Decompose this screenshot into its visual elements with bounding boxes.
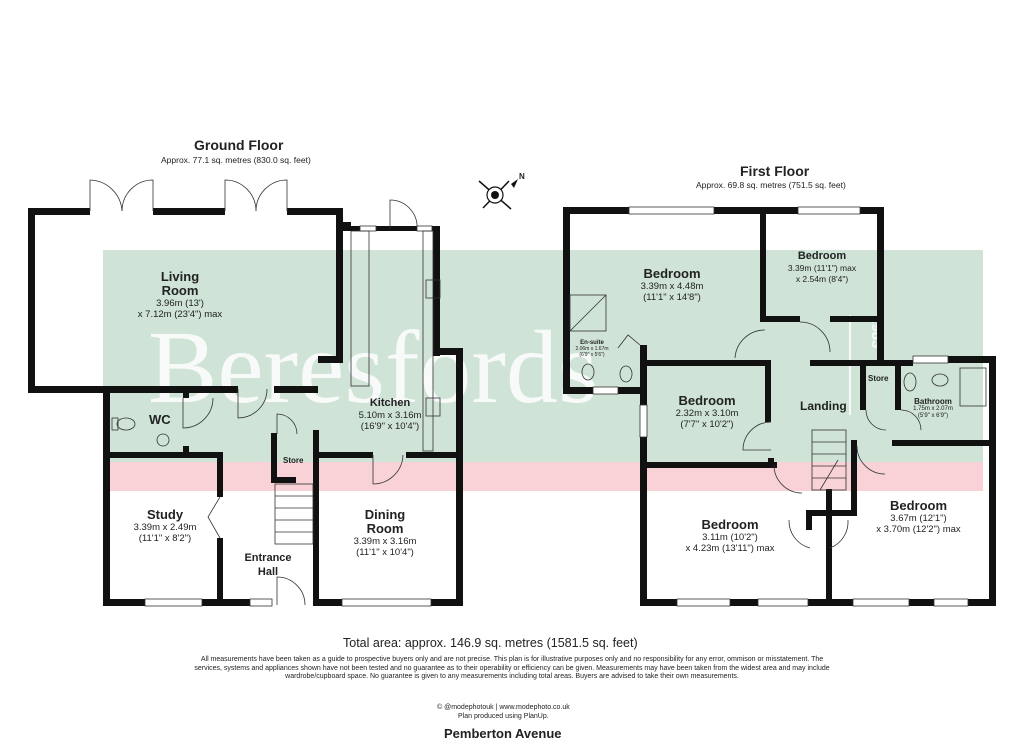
living-room-dim-2: x 7.12m (23'4") max [137,309,223,320]
entrance-hall-name-1: Entrance [244,552,292,564]
kitchen-label: Kitchen 5.10m x 3.16m (16'9" x 10'4") [335,396,445,432]
svg-text:Beresfords: Beresfords [148,310,599,425]
study-dim-2: (11'1" x 8'2") [138,533,192,544]
first-store-name: Store [868,374,889,383]
bedroom-small-dim-1: 3.39m (11'1") max [787,263,857,273]
dining-room-dim-1: 3.39m x 3.16m [353,536,417,547]
ground-floor-title: Ground Floor [194,137,284,153]
en-suite-name: En-suite [580,340,604,346]
bedroom-mid-name: Bedroom [678,393,736,408]
living-room-name-2: Room [161,283,199,298]
bedroom-small-dim-2: x 2.54m (8'4") [795,274,849,284]
kitchen-dim-2: (16'9" x 10'4") [360,421,420,432]
entrance-hall-name-2: Hall [257,566,279,578]
bedroom-front-right-label: Bedroom 3.67m (12'1") x 3.70m (12'2") ma… [861,498,976,536]
bedroom-main-label: Bedroom 3.39m x 4.48m (11'1" x 14'8") [622,266,722,304]
living-room-label: Living Room 3.96m (13') x 7.12m (23'4") … [130,269,230,321]
bedroom-mid-label: Bedroom 2.32m x 3.10m (7'7" x 10'2") [652,393,762,431]
ground-floor-walls [28,208,463,606]
bedroom-mid-dim-2: (7'7" x 10'2") [680,419,734,430]
dining-room-name-2: Room [366,521,404,536]
first-floor-fixtures [569,206,987,607]
bedroom-small-label: Bedroom 3.39m (11'1") max x 2.54m (8'4") [772,249,872,285]
bedroom-front-right-dim-1: 3.67m (12'1") [890,513,947,524]
bedroom-main-dim-1: 3.39m x 4.48m [640,281,704,292]
ground-store-name: Store [283,456,304,465]
first-floor-walls [563,207,996,606]
ground-floor-fixtures [89,179,441,607]
credit-line-2: Plan produced using PlanUp. [458,713,549,720]
study-dim-1: 3.39m x 2.49m [133,522,197,533]
dining-room-name-1: Dining [364,507,406,522]
watermark-bands [103,250,983,491]
compass-north-label: N [519,172,525,181]
dining-room-label: Dining Room 3.39m x 3.16m (11'1" x 10'4"… [335,507,435,559]
living-room-name-1: Living [160,269,200,284]
en-suite-dim-1: 2.06m x 1.67m [575,346,609,352]
kitchen-name: Kitchen [369,397,411,409]
wc-name: WC [149,412,171,427]
credit-line-1: © @modephotouk | www.modephoto.co.uk [437,704,570,711]
bedroom-front-right-name: Bedroom [889,498,948,513]
bedroom-main-name: Bedroom [643,266,701,281]
living-room-dim-1: 3.96m (13') [156,298,204,309]
landing-name: Landing [800,399,847,413]
bedroom-front-left-dim-2: x 4.23m (13'11") max [685,543,775,554]
bedroom-front-left-name: Bedroom [701,517,759,532]
ground-floor-area: Approx. 77.1 sq. metres (830.0 sq. feet) [161,155,311,165]
bedroom-main-dim-2: (11'1" x 14'8") [643,292,701,303]
kitchen-dim-1: 5.10m x 3.16m [358,410,422,421]
compass-icon [478,179,518,210]
watermark-logo: Beresfords 1983 [148,310,885,425]
study-label: Study 3.39m x 2.49m (11'1" x 8'2") [115,507,215,545]
disclaimer: All measurements have been taken as a gu… [194,656,830,681]
entrance-hall-label: Entrance Hall [228,551,308,579]
bathroom-name: Bathroom [914,397,952,406]
bathroom-dim-1: 1.75m x 2.07m [913,406,953,412]
bedroom-mid-dim-1: 2.32m x 3.10m [675,408,739,419]
dining-room-dim-2: (11'1" x 10'4") [356,547,414,558]
bedroom-front-right-dim-2: x 3.70m (12'2") max [876,524,961,535]
en-suite-label: En-suite 2.06m x 1.67m (6'9" x 5'6") [571,340,613,358]
address: Pemberton Avenue [444,726,562,741]
first-floor-area: Approx. 69.8 sq. metres (751.5 sq. feet) [696,180,846,190]
en-suite-dim-2: (6'9" x 5'6") [579,352,605,358]
study-name: Study [146,507,184,522]
first-floor-title: First Floor [740,163,810,179]
bedroom-front-left-dim-1: 3.11m (10'2") [702,532,758,543]
bedroom-front-left-label: Bedroom 3.11m (10'2") x 4.23m (13'11") m… [665,517,795,555]
bathroom-label: Bathroom 1.75m x 2.07m (5'9" x 6'9") [903,397,963,420]
bathroom-dim-2: (5'9" x 6'9") [917,413,949,419]
total-area: Total area: approx. 146.9 sq. metres (15… [343,636,638,650]
bedroom-small-name: Bedroom [797,250,847,262]
